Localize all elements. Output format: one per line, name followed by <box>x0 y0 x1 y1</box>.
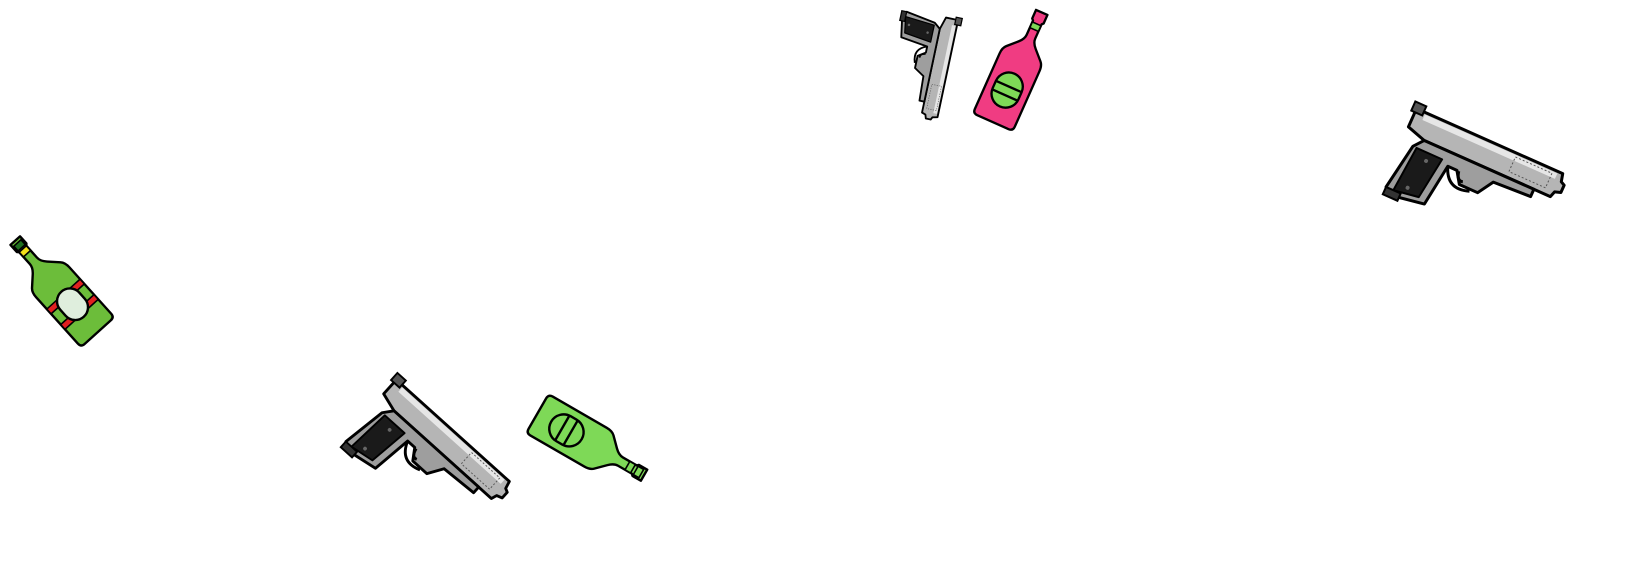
bottle-body <box>971 2 1063 133</box>
bottle-icon <box>971 2 1063 133</box>
pistol-icon <box>331 359 529 552</box>
pistol-icon <box>1370 86 1580 262</box>
pistol-icon <box>880 2 971 126</box>
bottle-icon <box>0 224 117 350</box>
bottle-icon <box>524 392 657 496</box>
